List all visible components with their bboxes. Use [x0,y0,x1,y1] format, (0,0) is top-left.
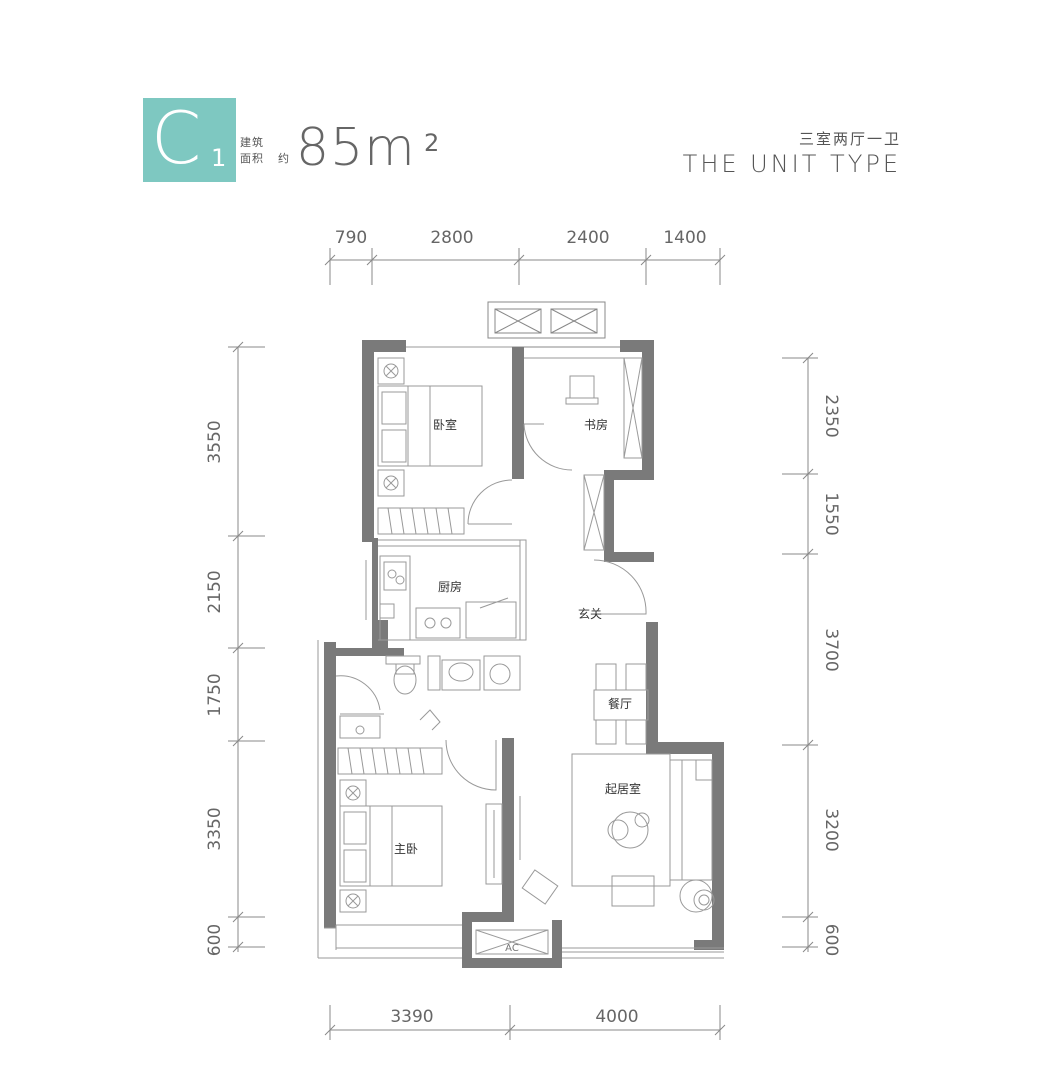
bottom-dim-1: 3390 [390,1007,433,1027]
right-dim-4: 3200 [821,808,841,851]
bottom-dimension-line [324,1005,726,1040]
top-dim-4: 1400 [663,228,706,248]
area-label-approx: 约 [278,152,289,165]
top-balcony [405,301,620,348]
unit-badge: C 1 [143,96,236,182]
living-furniture [519,559,715,913]
room-label-master: 主卧 [394,842,418,856]
walls [324,340,724,968]
area-label-line1: 建筑 [240,136,264,149]
rooms-title: 三室两厅一卫 [798,130,901,148]
room-label-dining: 餐厅 [608,696,632,711]
unit-letter: C [151,96,202,180]
unit-type-title: THE UNIT TYPE [682,150,901,178]
right-dimension-line [782,352,818,953]
room-label-bedroom: 卧室 [433,417,457,432]
bedroom-furniture [377,357,513,535]
study-furniture [523,375,599,471]
right-dim-1: 2350 [821,394,841,437]
room-label-study: 书房 [584,417,608,432]
left-dim-1: 3550 [205,420,225,463]
area-value: 85m [296,118,416,178]
room-label-kitchen: 厨房 [438,579,462,594]
right-dim-2: 1550 [821,492,841,535]
left-dim-4: 3350 [205,807,225,850]
left-dim-3: 1750 [205,673,225,716]
bathroom-furniture [335,655,521,791]
ac-label: AC [505,943,519,954]
area-label-line2: 面积 [240,152,264,165]
bottom-dim-2: 4000 [595,1007,638,1027]
top-dim-3: 2400 [566,228,609,248]
top-dim-2: 2800 [430,228,473,248]
right-dim-5: 600 [821,924,841,956]
right-dim-3: 3700 [821,628,841,671]
left-dim-5: 600 [205,924,225,956]
thin-lines [317,346,724,959]
left-dim-2: 2150 [205,570,225,613]
left-dimension-line [228,341,265,953]
kitchen-furniture [379,555,517,641]
room-label-living: 起居室 [605,781,641,796]
area-unit-superscript: 2 [424,129,440,157]
room-label-entry: 玄关 [578,606,602,621]
top-dimension-line [324,248,726,285]
unit-subscript: 1 [211,144,227,172]
top-dim-1: 790 [335,228,367,248]
master-furniture [337,747,503,913]
header: C 1 建筑 面积 约 85m 2 三室两厅一卫 THE UNIT TYPE [0,0,1046,210]
